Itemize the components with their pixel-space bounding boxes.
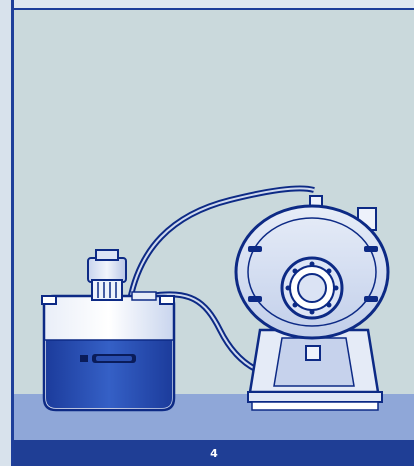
- tank-icon: [42, 296, 174, 410]
- page-number: 4: [210, 447, 218, 460]
- footer-bar: 4: [14, 440, 414, 466]
- pump-icon: [236, 196, 388, 410]
